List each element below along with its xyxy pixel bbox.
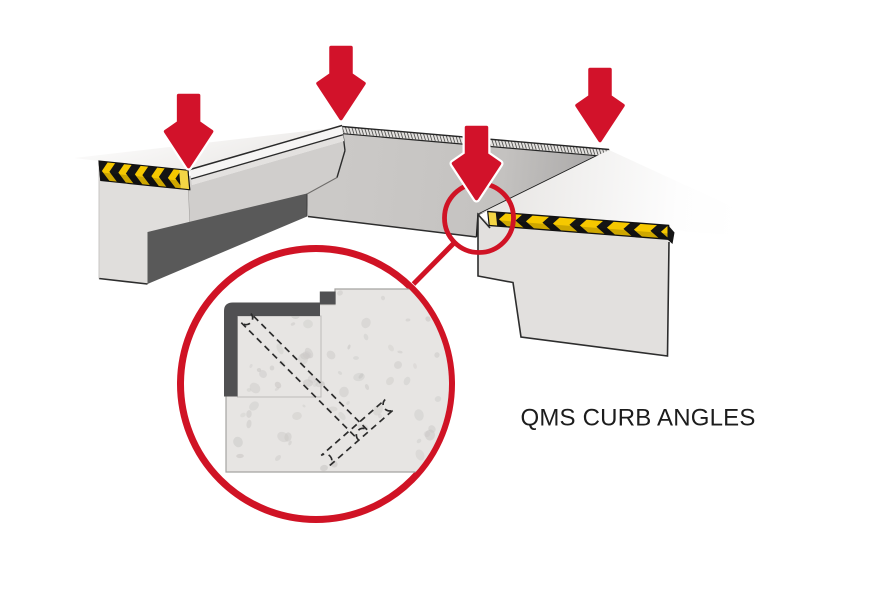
svg-text:QMS CURB ANGLES: QMS CURB ANGLES	[521, 405, 756, 432]
